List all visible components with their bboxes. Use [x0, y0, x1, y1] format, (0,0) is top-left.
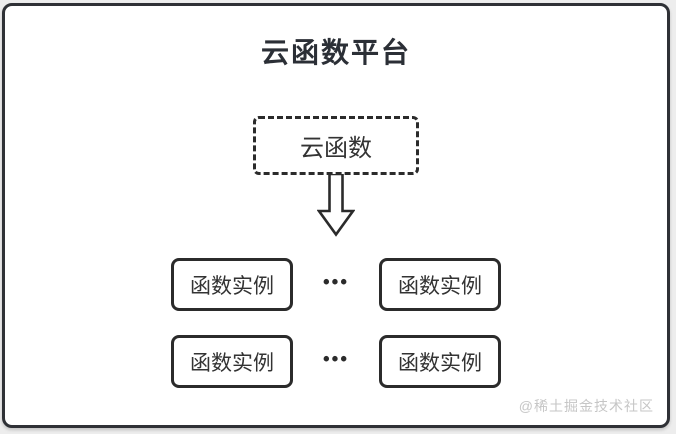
cloud-platform-frame: 云函数平台 云函数 函数实例 ••• 函数实例 函数实例 ••• 函数实例 [2, 3, 670, 428]
function-instance-box: 函数实例 [379, 258, 501, 311]
instance-row: 函数实例 ••• 函数实例 [171, 335, 501, 388]
function-instance-label: 函数实例 [190, 274, 274, 298]
function-instance-label: 函数实例 [398, 351, 482, 375]
ellipsis-separator: ••• [323, 272, 349, 293]
cloud-function-label: 云函数 [300, 135, 372, 162]
function-instance-label: 函数实例 [398, 274, 482, 298]
down-arrow-icon [317, 174, 355, 237]
function-instance-box: 函数实例 [171, 335, 293, 388]
instance-row: 函数实例 ••• 函数实例 [171, 258, 501, 311]
function-instance-box: 函数实例 [379, 335, 501, 388]
function-instance-box: 函数实例 [171, 258, 293, 311]
ellipsis-separator: ••• [323, 349, 349, 370]
cloud-function-box: 云函数 [253, 116, 419, 175]
watermark: @稀土掘金技术社区 [518, 398, 654, 414]
diagram-title: 云函数平台 [260, 37, 411, 68]
instance-grid: 函数实例 ••• 函数实例 函数实例 ••• 函数实例 [5, 258, 667, 388]
function-instance-label: 函数实例 [190, 351, 274, 375]
arrow-container [5, 174, 667, 237]
